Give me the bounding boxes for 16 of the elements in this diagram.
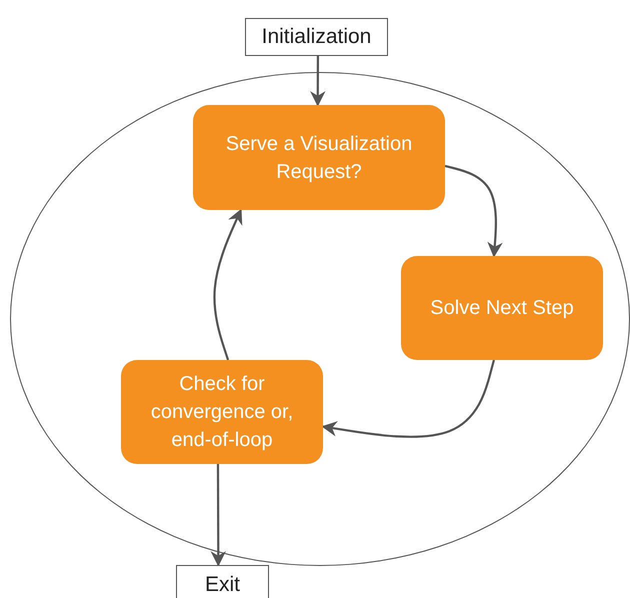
node-label: Check for convergence or, end-of-loop (150, 372, 294, 453)
node-label: Initialization (262, 25, 372, 49)
arrow (310, 56, 326, 107)
process-box (401, 256, 603, 360)
arrow (321, 360, 495, 438)
arrow (210, 464, 226, 567)
node-label: Exit (204, 573, 240, 597)
end-box (176, 565, 269, 598)
node-label: Solve Next Step (430, 296, 574, 321)
arrow (444, 164, 503, 258)
process-box (121, 360, 323, 464)
arrow (213, 208, 242, 360)
node-label: Serve a Visualization Request? (224, 132, 414, 184)
start-box (245, 18, 388, 56)
loop-ellipse (10, 72, 630, 566)
process-box (193, 105, 445, 210)
